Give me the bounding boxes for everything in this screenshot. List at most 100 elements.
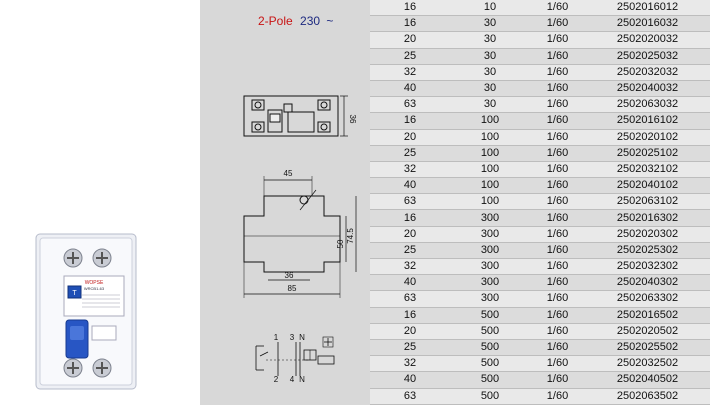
sensitivity: 1/60 <box>530 31 585 49</box>
poles-label: 2-Pole <box>258 14 293 28</box>
sensitivity: 1/60 <box>530 112 585 130</box>
residual-current: 300 <box>450 242 530 260</box>
article-number: 2502063302 <box>585 290 710 308</box>
residual-current: 300 <box>450 209 530 227</box>
product-heading: 2-Pole 230 ~ <box>258 14 333 28</box>
article-number: 2502063502 <box>585 388 710 405</box>
rated-current: 32 <box>370 64 450 81</box>
rated-current: 63 <box>370 290 450 308</box>
article-number: 2502020502 <box>585 323 710 340</box>
sensitivity: 1/60 <box>530 209 585 227</box>
rated-current: 25 <box>370 339 450 357</box>
sensitivity: 1/60 <box>530 242 585 260</box>
article-number: 2502032032 <box>585 64 710 81</box>
ac-symbol: ~ <box>326 14 334 28</box>
rated-current: 40 <box>370 274 450 292</box>
sensitivity: 1/60 <box>530 355 585 373</box>
sensitivity: 1/60 <box>530 290 585 308</box>
residual-current: 100 <box>450 193 530 211</box>
residual-current: 500 <box>450 339 530 357</box>
voltage-label: 230 <box>300 14 321 28</box>
product-photo: WOPSE WRCB1-63 T <box>0 0 200 405</box>
article-number: 2502020102 <box>585 129 710 146</box>
terminal-3: 3 <box>290 333 295 342</box>
article-number: 2502032102 <box>585 161 710 179</box>
sensitivity: 1/60 <box>530 0 585 17</box>
terminal-n-top: N <box>299 333 305 342</box>
top-view-drawing: 36 <box>243 95 357 137</box>
sensitivity: 1/60 <box>530 96 585 114</box>
article-number: 2502016302 <box>585 209 710 227</box>
article-number: 2502032302 <box>585 258 710 276</box>
rated-current: 20 <box>370 323 450 340</box>
rated-current: 16 <box>370 15 450 33</box>
article-number: 2502016032 <box>585 15 710 33</box>
article-number: 2502016502 <box>585 307 710 324</box>
technical-drawings <box>200 0 370 405</box>
residual-current: 10 <box>450 0 530 17</box>
side-view-drawing: 45 50 74.5 36 85 <box>243 169 357 298</box>
residual-current: 500 <box>450 307 530 324</box>
rated-current: 25 <box>370 145 450 162</box>
rated-current: 32 <box>370 258 450 276</box>
residual-current: 100 <box>450 112 530 130</box>
article-number: 2502020032 <box>585 31 710 49</box>
sensitivity: 1/60 <box>530 274 585 292</box>
dim-total-height: 74.5 <box>346 228 355 244</box>
dim-rail-width: 36 <box>285 271 294 280</box>
brand-label: WOPSE <box>85 280 104 286</box>
residual-current: 30 <box>450 80 530 98</box>
article-number: 2502063102 <box>585 193 710 211</box>
sensitivity: 1/60 <box>530 64 585 81</box>
article-number: 2502040032 <box>585 80 710 98</box>
wiring-diagram: 1 3 N 2 4 N <box>255 333 335 384</box>
residual-current: 300 <box>450 226 530 243</box>
rated-current: 40 <box>370 177 450 195</box>
article-number: 2502025032 <box>585 48 710 65</box>
terminal-n-bottom: N <box>299 375 305 384</box>
article-number: 2502016102 <box>585 112 710 130</box>
rated-current: 63 <box>370 193 450 211</box>
rated-current: 40 <box>370 80 450 98</box>
residual-current: 300 <box>450 258 530 276</box>
rated-current: 20 <box>370 31 450 49</box>
rcd-device-image: WOPSE WRCB1-63 T <box>35 233 137 390</box>
residual-current: 30 <box>450 64 530 81</box>
rated-current: 63 <box>370 388 450 405</box>
dim-width-top: 45 <box>284 169 293 178</box>
article-number: 2502025102 <box>585 145 710 162</box>
rated-current: 16 <box>370 307 450 324</box>
residual-current: 500 <box>450 355 530 373</box>
dim-total-width: 85 <box>288 284 297 293</box>
residual-current: 100 <box>450 161 530 179</box>
residual-current: 500 <box>450 323 530 340</box>
rated-current: 25 <box>370 242 450 260</box>
rated-current: 16 <box>370 0 450 17</box>
rated-current: 16 <box>370 112 450 130</box>
rated-current: 25 <box>370 48 450 65</box>
article-number: 2502040502 <box>585 371 710 389</box>
residual-current: 300 <box>450 290 530 308</box>
sensitivity: 1/60 <box>530 80 585 98</box>
sensitivity: 1/60 <box>530 323 585 340</box>
sensitivity: 1/60 <box>530 388 585 405</box>
article-number: 2502040302 <box>585 274 710 292</box>
residual-current: 100 <box>450 145 530 162</box>
